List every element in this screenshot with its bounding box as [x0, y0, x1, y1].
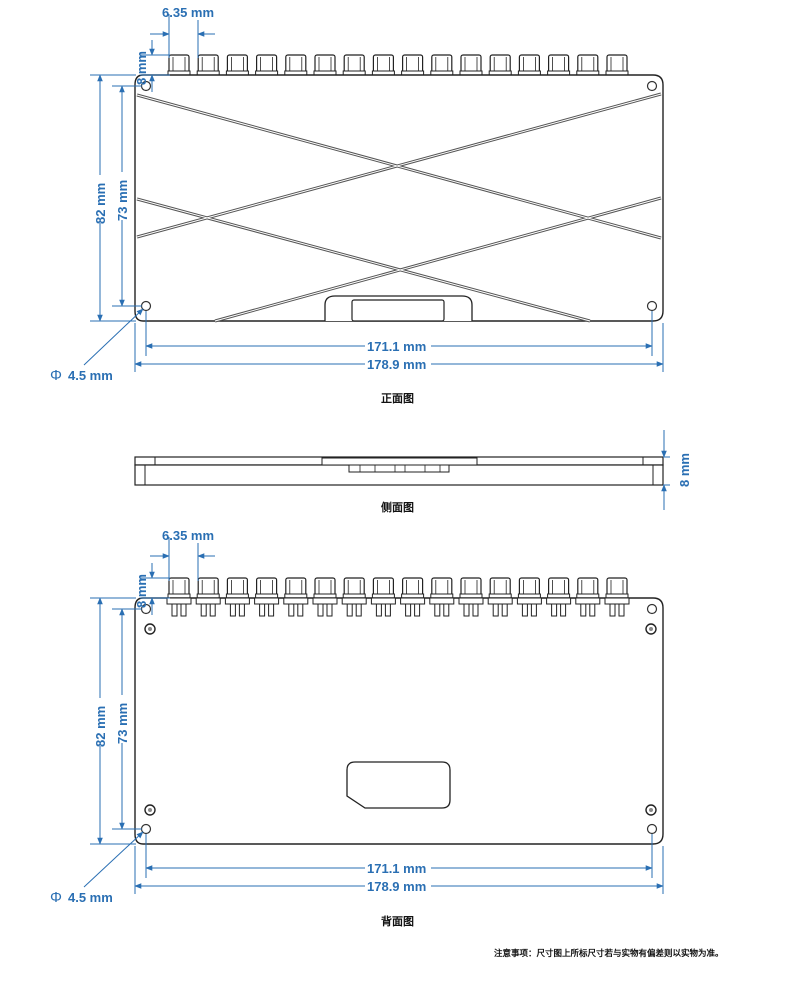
- sma-connector-icon: [430, 54, 454, 76]
- front-hole-vertical-dim: 73 mm: [115, 180, 130, 221]
- mounting-hole-icon: [646, 603, 658, 615]
- front-connector-row: [167, 54, 629, 76]
- front-handle-cutout: [324, 295, 473, 321]
- sma-connector-icon: [167, 577, 191, 599]
- front-board-outline: [134, 74, 664, 322]
- front-handle-inner: [351, 299, 445, 322]
- connector-tab: [195, 597, 221, 617]
- back-outer-width-dim: 178.9 mm: [367, 879, 426, 894]
- sma-connector-icon: [371, 54, 395, 76]
- sma-connector-icon: [401, 54, 425, 76]
- sma-connector-icon: [517, 54, 541, 76]
- connector-tab: [429, 597, 455, 617]
- connector-tab: [283, 597, 309, 617]
- back-view: 6.35 mm 8 mm 82 mm 73 mm 171.1 mm 178.9 …: [50, 528, 664, 928]
- sma-connector-icon: [255, 54, 279, 76]
- connector-tab: [400, 597, 426, 617]
- sma-connector-icon: [576, 577, 600, 599]
- disclaimer-note: 注意事项：尺寸图上所标尺寸若与实物有偏差则以实物为准。: [494, 948, 724, 959]
- sma-connector-icon: [225, 54, 249, 76]
- sma-connector-icon: [576, 54, 600, 76]
- connector-tab: [341, 597, 367, 617]
- sma-connector-icon: [371, 577, 395, 599]
- connector-tab: [458, 597, 484, 617]
- mounting-hole-icon: [646, 823, 658, 835]
- back-pitch-dim: 6.35 mm: [162, 528, 214, 543]
- sma-connector-icon: [547, 54, 571, 76]
- sma-connector-icon: [196, 54, 220, 76]
- connector-tab: [487, 597, 513, 617]
- sma-connector-icon: [605, 577, 629, 599]
- back-outer-height-dim: 82 mm: [93, 706, 108, 747]
- back-phi-icon: Φ: [50, 889, 62, 906]
- sma-connector-icon: [342, 577, 366, 599]
- sma-connector-icon: [605, 54, 629, 76]
- connector-tab: [254, 597, 280, 617]
- sma-connector-icon: [430, 577, 454, 599]
- sma-connector-icon: [488, 54, 512, 76]
- front-view-caption: 正面图: [381, 392, 414, 405]
- connector-tab: [546, 597, 572, 617]
- sma-connector-icon: [313, 54, 337, 76]
- sma-connector-icon: [517, 577, 541, 599]
- sma-connector-icon: [401, 577, 425, 599]
- front-outer-height-dim: 82 mm: [93, 183, 108, 224]
- mounting-hole-icon: [646, 80, 658, 92]
- back-connector-tabs: [166, 597, 630, 617]
- side-handle: [321, 457, 478, 466]
- connector-tab: [516, 597, 542, 617]
- sma-connector-icon: [196, 577, 220, 599]
- side-handle-grip: [348, 464, 450, 473]
- sma-connector-icon: [547, 577, 571, 599]
- sma-connector-icon: [313, 577, 337, 599]
- front-hole-diameter-dim: 4.5 mm: [68, 368, 113, 383]
- sma-connector-icon: [488, 577, 512, 599]
- front-connector-height-dim: 8 mm: [134, 51, 149, 85]
- sma-connector-icon: [284, 577, 308, 599]
- connector-tab: [604, 597, 630, 617]
- connector-tab: [224, 597, 250, 617]
- front-hole-horizontal-dim: 171.1 mm: [367, 339, 426, 354]
- back-board-outline: [134, 597, 664, 845]
- back-hole-vertical-dim: 73 mm: [115, 703, 130, 744]
- back-hole-diameter-dim: 4.5 mm: [68, 890, 113, 905]
- sma-connector-icon: [284, 54, 308, 76]
- back-view-caption: 背面图: [381, 914, 414, 928]
- sma-connector-icon: [225, 577, 249, 599]
- side-view: 8 mm 侧面图: [134, 430, 692, 514]
- sma-connector-icon: [459, 577, 483, 599]
- back-connector-height-dim: 8 mm: [134, 574, 149, 608]
- front-outer-width-dim: 178.9 mm: [367, 357, 426, 372]
- connector-tab: [166, 597, 192, 617]
- back-connector-row: [167, 577, 629, 599]
- front-view: 6.35 mm 8 mm 82 mm 73 mm 171.1 mm 178.9 …: [50, 5, 664, 405]
- back-hole-horizontal-dim: 171.1 mm: [367, 861, 426, 876]
- back-screws: [144, 623, 657, 816]
- front-phi-icon: Φ: [50, 367, 62, 384]
- back-label-plate: [346, 761, 451, 809]
- connector-tab: [312, 597, 338, 617]
- side-thickness-dim: 8 mm: [677, 453, 692, 487]
- mounting-hole-icon: [646, 300, 658, 312]
- connector-tab: [370, 597, 396, 617]
- front-pitch-dim: 6.35 mm: [162, 5, 214, 20]
- side-view-caption: 侧面图: [381, 500, 414, 514]
- sma-connector-icon: [459, 54, 483, 76]
- sma-connector-icon: [167, 54, 191, 76]
- sma-connector-icon: [342, 54, 366, 76]
- connector-tab: [575, 597, 601, 617]
- sma-connector-icon: [255, 577, 279, 599]
